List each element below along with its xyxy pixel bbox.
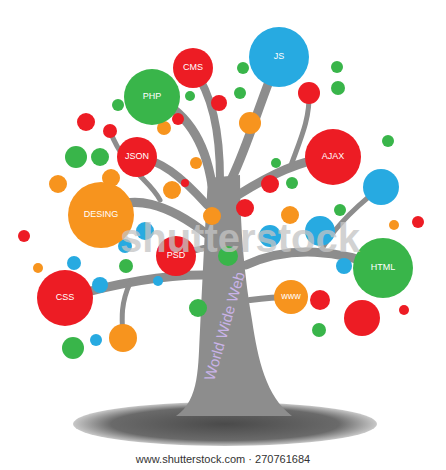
dot [382,135,394,147]
dot [211,95,227,111]
bubble-circle [173,48,213,88]
bubble-node: JS [249,27,309,87]
dot [185,91,195,101]
dot [65,146,87,168]
bubble-label: JSON [125,152,149,162]
dot [181,179,189,187]
watermark: shutterstock [120,216,360,260]
dot [237,62,249,74]
bubble-label: JS [274,52,285,62]
dot [153,276,163,286]
dot [77,113,95,131]
dot [286,177,298,189]
dot [334,204,346,216]
bubble-node: PHP [124,69,180,125]
bubble-node: HTML [353,238,413,298]
dot [261,175,279,193]
bubble-circle [274,280,308,314]
dot [92,277,108,293]
bubble-node: CMS [173,48,213,88]
dot [239,112,261,134]
dot [389,220,399,230]
dot [163,181,181,199]
bubble-label: CSS [56,293,75,303]
bubble-circle [117,137,157,177]
bubble-circle [249,27,309,87]
bubble-label: CMS [183,63,203,73]
dot [49,175,67,193]
dot [344,300,380,336]
dot [67,256,81,270]
dot [103,124,117,138]
dot [298,82,320,104]
dot [18,230,30,242]
bubble-label: www [281,292,301,302]
dot [331,81,345,95]
bubble-circle [124,69,180,125]
dot [33,263,43,273]
dot [62,337,84,359]
dot [172,113,184,125]
bubble-label: HTML [371,263,396,273]
dot [336,258,352,274]
stock-id: www.shutterstock.com · 270761684 [136,453,310,465]
dot [90,334,102,346]
dot [189,299,207,317]
bubble-label: PHP [143,92,162,102]
dot [119,259,133,273]
bubble-circle [37,270,93,326]
bubble-label: AJAX [322,152,345,162]
dot [234,87,246,99]
dot [236,199,254,217]
bubble-circle [353,238,413,298]
bubble-node: JSON [117,137,157,177]
bubble-circle [305,129,361,185]
dot [109,324,137,352]
bubble-node: www [274,280,308,314]
dot [363,169,399,205]
dot [331,61,343,73]
dot [91,148,109,166]
dot [310,290,330,310]
dot [112,99,124,111]
dot [190,157,202,169]
bubble-label: DESING [84,210,119,220]
dot [399,305,409,315]
dot [312,323,326,337]
dot [271,158,281,168]
dot [412,216,424,228]
bubble-node: CSS [37,270,93,326]
bubble-node: AJAX [305,129,361,185]
